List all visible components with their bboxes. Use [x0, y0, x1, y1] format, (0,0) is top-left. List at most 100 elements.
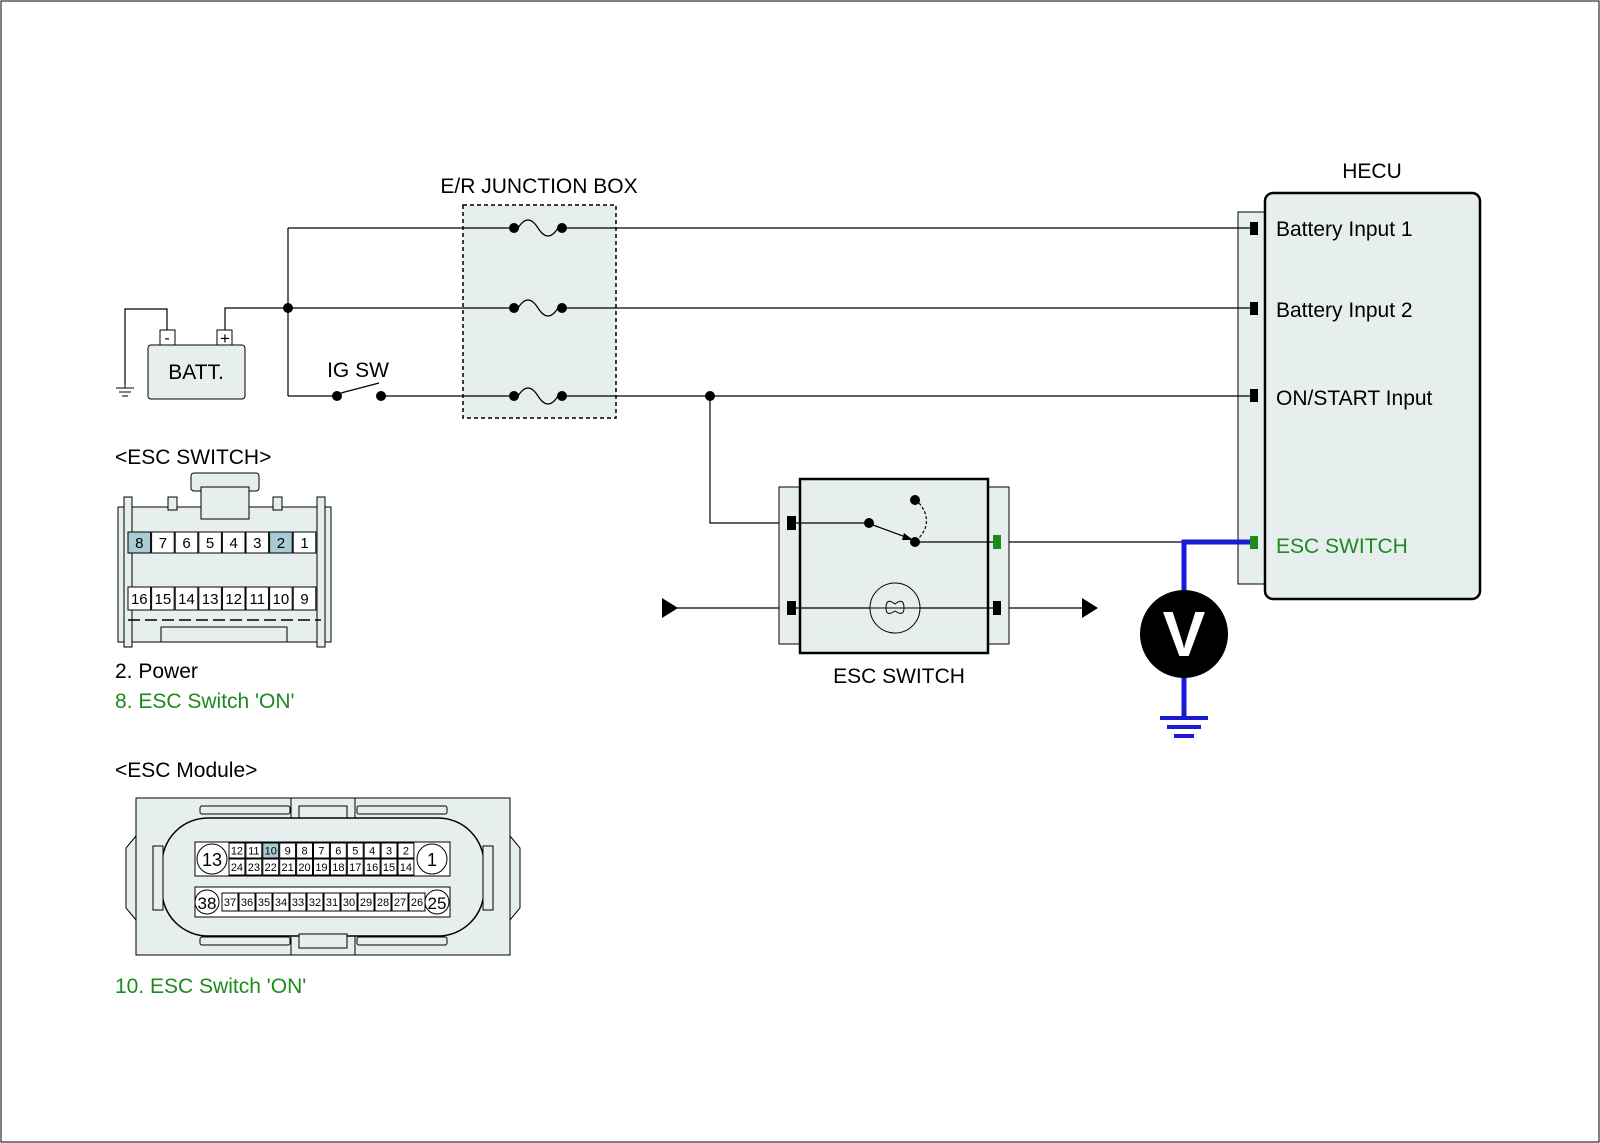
esc-module-pin-label: 5 [352, 845, 358, 857]
esc-switch-note-power: 2. Power [115, 660, 198, 683]
esc-switch-pin-label: 7 [159, 535, 167, 552]
esc-module-pin-cell [262, 842, 280, 859]
esc-switch-pin-cell [151, 586, 175, 611]
esc-module-pin-label: 14 [400, 862, 412, 874]
esc-module-pin-cell [340, 892, 358, 912]
voltmeter: V [1140, 539, 1250, 738]
esc-module-pin-label: 1 [427, 850, 437, 870]
esc-switch-pin-label: 5 [206, 535, 214, 552]
esc-module-pin-cell [272, 892, 290, 912]
esc-module-pin-cell [296, 842, 314, 859]
esc-switch-pin-cell [269, 586, 293, 611]
esc-module-pin-cell [221, 892, 239, 912]
esc-module-pin-label: 37 [224, 897, 236, 909]
esc-switch-pin-label: 14 [178, 591, 195, 608]
esc-switch-pin-label: 13 [202, 591, 219, 608]
esc-switch-pin-cell [174, 586, 199, 611]
esc-module-pin-label: 17 [349, 862, 361, 874]
esc-module-pin-cell [397, 842, 415, 859]
esc-switch-pin-label: 6 [182, 535, 190, 552]
esc-switch-pin-cell [198, 531, 222, 554]
hecu-pin-label: Battery Input 1 [1276, 218, 1413, 241]
ig-switch-label: IG SW [327, 359, 389, 382]
arrow-icon [1082, 598, 1098, 618]
junction-dot [283, 303, 293, 313]
esc-module-pin-cell [245, 842, 263, 859]
esc-module-pin-label: 19 [315, 862, 327, 874]
esc-switch-device: ESC SWITCH [778, 477, 1010, 688]
lamp-icon [869, 582, 921, 634]
esc-module-pin-cell [279, 842, 297, 859]
esc-module-pin-label: 18 [332, 862, 344, 874]
esc-module-pin-cell [289, 892, 307, 912]
esc-switch-pin-cell [151, 531, 175, 554]
esc-switch-pin-cell [198, 586, 222, 611]
esc-module-pin-label: 3 [386, 845, 392, 857]
esc-module-pin-label: 21 [282, 862, 294, 874]
esc-module-pin-cell [313, 858, 330, 876]
fuse-icon [509, 387, 567, 405]
esc-module-pin-cell [279, 858, 297, 876]
hecu-title: HECU [1342, 160, 1402, 183]
esc-module-pin-label: 12 [231, 845, 243, 857]
esc-switch-pin-cell [127, 531, 152, 554]
battery-label: BATT. [168, 361, 224, 384]
esc-switch-pin-cell [269, 531, 293, 554]
esc-module-pin-label: 15 [383, 862, 395, 874]
arrow-icon [662, 598, 678, 618]
esc-switch-pin-cell [245, 531, 270, 554]
esc-module-pin-label: 20 [298, 862, 310, 874]
hecu-module: HECU Battery Input 1 Battery Input 2 ON/… [1237, 160, 1482, 601]
esc-switch-pin-cell [245, 586, 270, 611]
esc-module-pin-cell [329, 858, 347, 876]
esc-switch-pin-cell [127, 586, 152, 611]
esc-module-pin-label: 33 [292, 897, 304, 909]
esc-module-pin-label: 36 [241, 897, 253, 909]
esc-module-pin-cell [228, 842, 246, 859]
battery-minus-icon: - [164, 330, 169, 347]
junction-box: E/R JUNCTION BOX [440, 175, 638, 419]
esc-module-pin-label: 10 [265, 845, 277, 857]
esc-module-pin-cell [296, 858, 314, 876]
esc-module-pin-label: 24 [231, 862, 243, 874]
esc-switch-pin-cell [221, 531, 246, 554]
esc-switch-pin-label: 12 [225, 591, 242, 608]
esc-switch-pin-label: 3 [253, 535, 261, 552]
esc-switch-pin-cell [221, 586, 246, 611]
esc-switch-pin-label: 2 [277, 535, 285, 552]
esc-module-pin-label: 16 [366, 862, 378, 874]
esc-module-pin-label: 4 [369, 845, 375, 857]
junction-box-title: E/R JUNCTION BOX [440, 175, 637, 198]
esc-switch-pin-label: 10 [273, 591, 290, 608]
esc-module-pin-cell [346, 858, 364, 876]
esc-module-note-on: 10. ESC Switch 'ON' [115, 975, 306, 998]
esc-switch-pin-cell [292, 531, 317, 554]
hecu-pin-on-start [1250, 389, 1258, 402]
battery-plus-icon: + [220, 329, 230, 348]
esc-switch-pin-label: 8 [135, 535, 143, 552]
esc-switch-pin-cell [292, 586, 317, 611]
esc-switch-pin-cell [174, 531, 199, 554]
ig-switch: IG SW [327, 359, 389, 401]
esc-module-pin-cell [408, 892, 426, 912]
esc-module-pin-cell [380, 858, 398, 876]
esc-switch-pin-label: 4 [230, 535, 238, 552]
fuse-icon [509, 219, 567, 237]
esc-module-pin-label: 11 [248, 845, 259, 857]
esc-switch-device-label: ESC SWITCH [833, 665, 965, 688]
esc-module-pin-label: 22 [265, 862, 277, 874]
esc-module-pin-cell [397, 858, 415, 876]
esc-module-pin-label: 25 [428, 894, 447, 913]
esc-module-pin-label: 34 [275, 897, 287, 909]
esc-module-pin-cell [238, 892, 256, 912]
esc-module-pin-cell [380, 842, 398, 859]
esc-module-pin-label: 13 [202, 850, 222, 870]
esc-module-pin-cell [374, 892, 392, 912]
esc-switch-note-on: 8. ESC Switch 'ON' [115, 690, 295, 713]
esc-module-connector-title: <ESC Module> [115, 759, 257, 782]
hecu-pin-esc-switch [1250, 536, 1258, 549]
esc-module-pin-label: 9 [285, 845, 291, 857]
